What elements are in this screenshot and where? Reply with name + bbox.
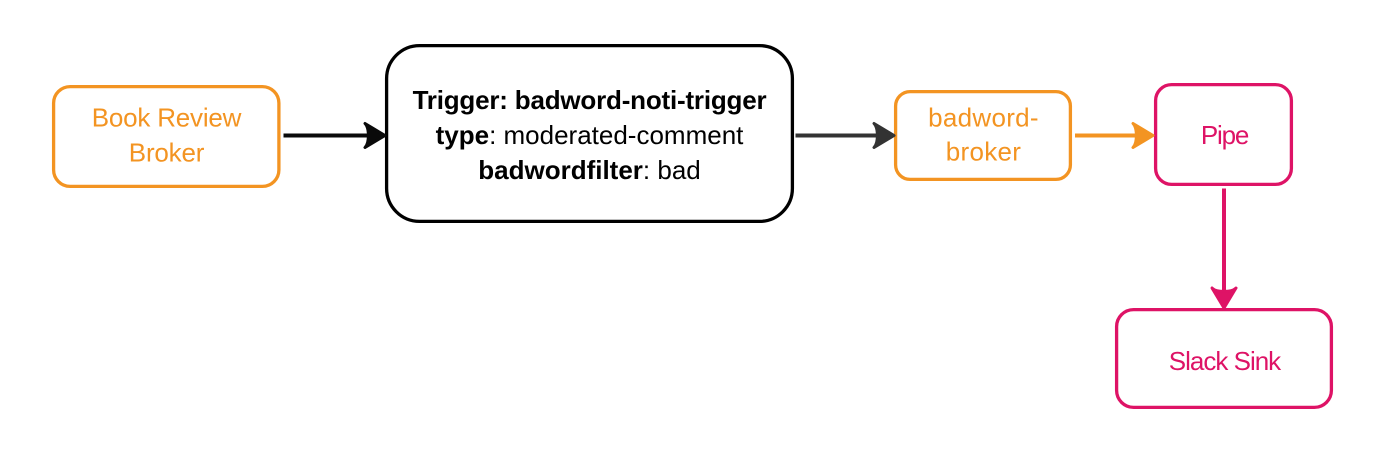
svg-text:Slack Sink: Slack Sink [1169,346,1282,376]
svg-text:Broker: Broker [129,138,205,168]
svg-text:Book Review: Book Review [92,102,242,132]
svg-text:type: moderated-comment: type: moderated-comment [436,120,745,150]
svg-text:badwordfilter: bad: badwordfilter: bad [478,155,701,185]
svg-text:Pipe: Pipe [1201,120,1249,150]
svg-text:broker: broker [946,137,1022,167]
svg-text:Trigger: badword-noti-trigger: Trigger: badword-noti-trigger [413,85,767,115]
svg-text:badword-: badword- [928,102,1039,132]
